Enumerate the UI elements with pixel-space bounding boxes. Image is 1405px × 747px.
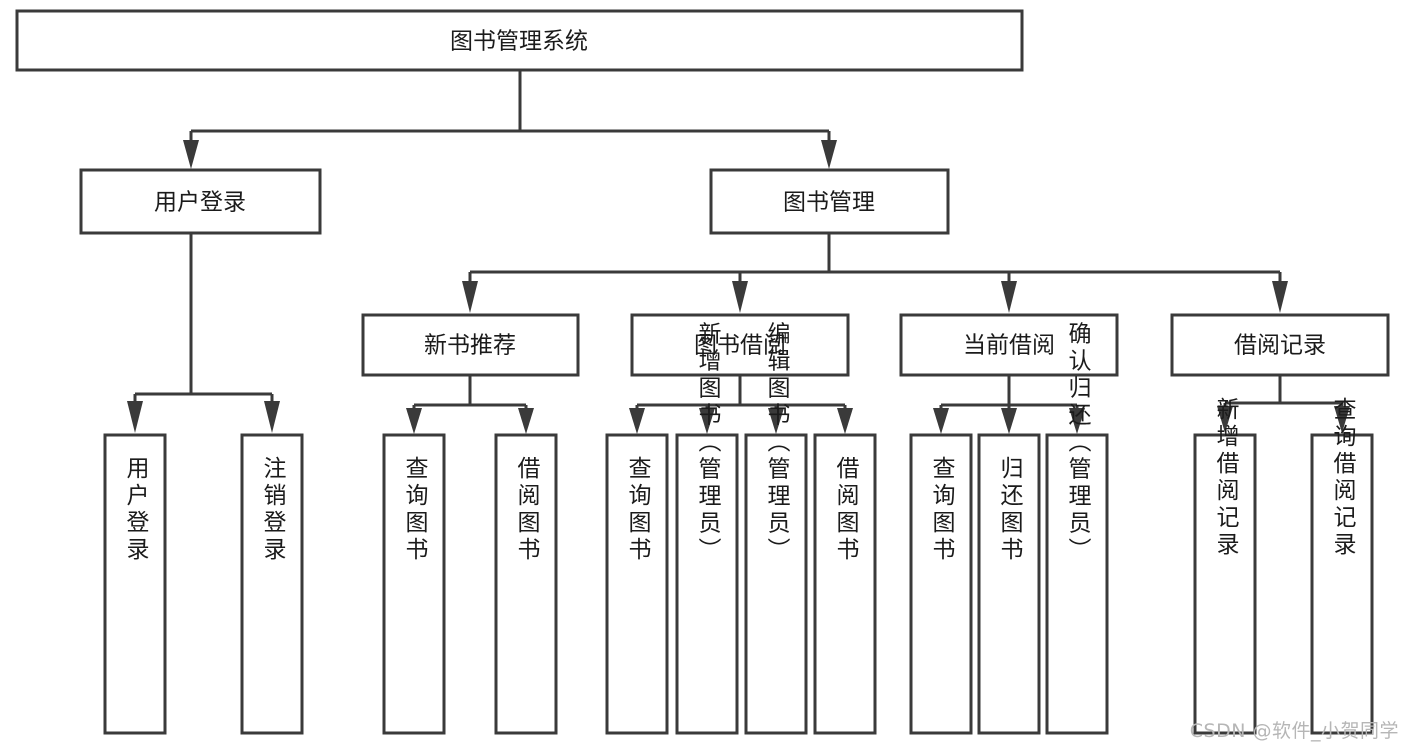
node-leaf-confirm-return-box[interactable]	[1045, 433, 1109, 735]
node-leaf-edit-book-label: 编辑图书（管理员）	[763, 322, 791, 565]
node-user-login-box[interactable]	[79, 168, 322, 235]
node-book-manage[interactable]: 图书管理	[709, 168, 950, 235]
arrow-borrow-book-2	[837, 408, 853, 434]
arrow-query-record	[1334, 406, 1350, 433]
node-current-borrow-label: 当前借阅	[963, 333, 1055, 359]
node-leaf-borrow-book-1-label: 借阅图书	[513, 456, 541, 564]
arrow-confirm-return	[1069, 408, 1085, 434]
node-leaf-user-login-box[interactable]	[103, 433, 167, 735]
node-leaf-logout-box[interactable]	[240, 433, 304, 735]
node-leaf-query-book-1-label: 查询图书	[401, 456, 429, 564]
node-leaf-logout[interactable]: 注销登录	[240, 433, 304, 735]
node-leaf-confirm-return[interactable]: 确认归还（管理员）	[1045, 322, 1109, 735]
arrow-query-book-3	[933, 408, 949, 434]
node-new-book-rec-box[interactable]	[361, 313, 580, 377]
arrow-book-manage	[821, 140, 837, 169]
node-leaf-borrow-book-1[interactable]: 借阅图书	[494, 433, 558, 735]
arrow-leaf-user-login	[127, 401, 143, 433]
node-book-manage-box[interactable]	[709, 168, 950, 235]
node-leaf-query-record[interactable]: 查询借阅记录	[1310, 397, 1374, 735]
node-user-login[interactable]: 用户登录	[79, 168, 322, 235]
node-leaf-add-record[interactable]: 新增借阅记录	[1193, 397, 1257, 735]
node-leaf-query-record-box[interactable]	[1310, 433, 1374, 735]
node-root-box[interactable]	[15, 9, 1024, 72]
node-leaf-edit-book[interactable]: 编辑图书（管理员）	[744, 322, 808, 735]
node-borrow-record[interactable]: 借阅记录	[1170, 313, 1390, 377]
node-leaf-borrow-book-1-box[interactable]	[494, 433, 558, 735]
arrow-query-book-2	[629, 408, 645, 434]
node-layer: 图书管理系统 用户登录 图书管理 新书推荐 图书借阅	[15, 9, 1390, 735]
node-leaf-query-book-2[interactable]: 查询图书	[605, 433, 669, 735]
arrow-leaf-logout	[264, 401, 280, 433]
node-borrow-record-box[interactable]	[1170, 313, 1390, 377]
node-book-borrow[interactable]: 图书借阅	[630, 313, 850, 377]
node-leaf-query-book-3-label: 查询图书	[928, 456, 956, 564]
node-root-label: 图书管理系统	[450, 29, 588, 55]
node-leaf-borrow-book-2-box[interactable]	[813, 433, 877, 735]
arrow-add-book	[699, 408, 715, 434]
arrow-borrow-record	[1272, 281, 1288, 313]
arrow-query-book-1	[406, 408, 422, 434]
node-root[interactable]: 图书管理系统	[15, 9, 1024, 72]
node-leaf-logout-label: 注销登录	[259, 456, 287, 564]
node-leaf-add-record-box[interactable]	[1193, 433, 1257, 735]
node-leaf-edit-book-box[interactable]	[744, 433, 808, 735]
node-leaf-user-login[interactable]: 用户登录	[103, 433, 167, 735]
node-book-manage-label: 图书管理	[783, 190, 875, 216]
node-leaf-return-book-label: 归还图书	[996, 456, 1024, 564]
node-leaf-add-book-box[interactable]	[675, 433, 739, 735]
node-new-book-rec[interactable]: 新书推荐	[361, 313, 580, 377]
arrow-borrow-book-1	[518, 408, 534, 434]
csdn-watermark: CSDN @软件_小贺同学	[1189, 720, 1399, 742]
node-current-borrow[interactable]: 当前借阅	[899, 313, 1119, 377]
arrow-new-book-rec	[462, 281, 478, 313]
node-book-borrow-label: 图书借阅	[694, 333, 786, 359]
node-leaf-query-record-label: 查询借阅记录	[1329, 397, 1357, 559]
node-leaf-add-book[interactable]: 新增图书（管理员）	[675, 322, 739, 735]
node-leaf-add-record-label: 新增借阅记录	[1212, 397, 1240, 559]
node-borrow-record-label: 借阅记录	[1234, 333, 1326, 359]
node-leaf-user-login-label: 用户登录	[122, 456, 150, 564]
node-leaf-query-book-3[interactable]: 查询图书	[909, 433, 973, 735]
node-leaf-return-book-box[interactable]	[977, 433, 1041, 735]
node-leaf-borrow-book-2[interactable]: 借阅图书	[813, 433, 877, 735]
arrow-return-book	[1001, 408, 1017, 434]
node-leaf-query-book-2-label: 查询图书	[624, 456, 652, 564]
node-new-book-rec-label: 新书推荐	[424, 333, 516, 359]
node-leaf-query-book-1[interactable]: 查询图书	[382, 433, 446, 735]
node-leaf-query-book-1-box[interactable]	[382, 433, 446, 735]
node-book-borrow-box[interactable]	[630, 313, 850, 377]
node-leaf-borrow-book-2-label: 借阅图书	[832, 456, 860, 564]
arrow-edit-book	[768, 408, 784, 434]
node-user-login-label: 用户登录	[154, 190, 246, 216]
arrow-user-login	[183, 140, 199, 169]
node-leaf-return-book[interactable]: 归还图书	[977, 433, 1041, 735]
node-current-borrow-box[interactable]	[899, 313, 1119, 377]
connector-layer	[127, 70, 1350, 434]
arrow-current-borrow	[1001, 281, 1017, 313]
node-leaf-query-book-2-box[interactable]	[605, 433, 669, 735]
arrow-book-borrow	[732, 281, 748, 313]
node-leaf-add-book-label: 新增图书（管理员）	[694, 322, 722, 565]
arrow-add-record	[1217, 406, 1233, 433]
node-leaf-confirm-return-label: 确认归还（管理员）	[1064, 322, 1092, 565]
node-leaf-query-book-3-box[interactable]	[909, 433, 973, 735]
